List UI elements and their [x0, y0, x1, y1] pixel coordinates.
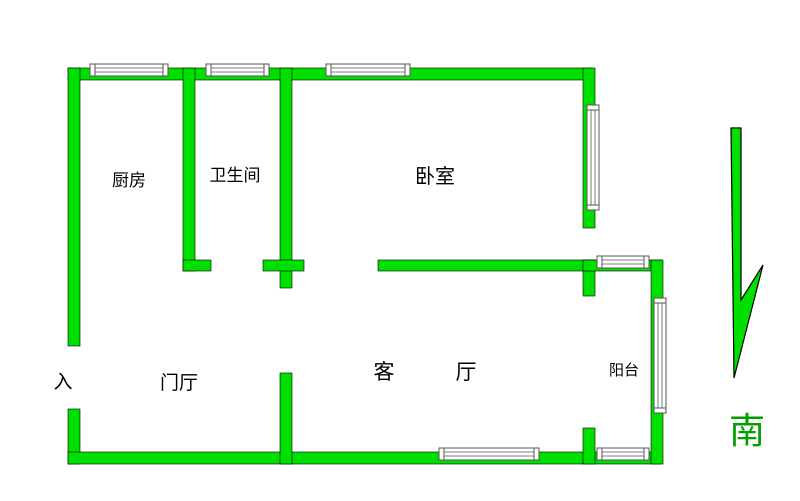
hall-label: 门厅: [160, 372, 198, 394]
window-balcony-east: [653, 297, 667, 414]
entrance-label: 入: [53, 371, 72, 393]
walls: [67, 67, 664, 465]
wall-bath-east-tee: [262, 259, 305, 272]
windows: [89, 63, 667, 461]
bathroom-label: 卫生间: [210, 166, 261, 186]
window-bedroom-top: [325, 63, 411, 77]
wall-bedroom-south: [377, 259, 596, 272]
wall-hall-living: [279, 372, 293, 465]
arrow-down-icon: [730, 127, 764, 379]
wall-balcony-stub: [582, 427, 596, 465]
wall-kitchen-bath: [182, 67, 196, 272]
wall-bottom: [67, 451, 662, 465]
window-balcony-top: [596, 255, 650, 269]
window-kitchen-top: [89, 63, 169, 77]
compass-label: 南: [729, 411, 765, 452]
window-balcony-bottom: [596, 447, 650, 461]
bedroom-label: 卧室: [415, 164, 455, 188]
living-room-label-1: 客: [374, 360, 395, 384]
wall-kitchen-bath-foot: [182, 259, 212, 272]
kitchen-label: 厨房: [112, 171, 146, 191]
window-bedroom-east: [586, 104, 600, 211]
balcony-label: 阳台: [609, 361, 639, 379]
wall-bath-east: [279, 67, 293, 289]
window-living-bottom: [438, 447, 540, 461]
wall-left-upper: [67, 67, 81, 347]
living-room-label-2: 厅: [456, 360, 477, 384]
window-bath-top: [205, 63, 270, 77]
